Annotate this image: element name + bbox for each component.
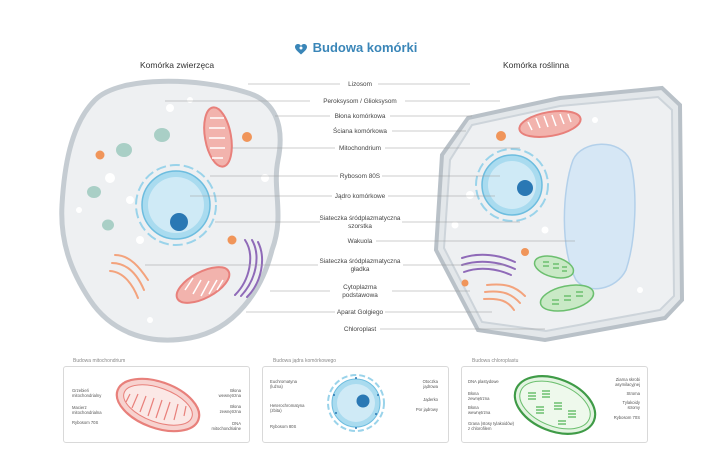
plant-vacuole xyxy=(563,143,636,290)
label-chloroplast: Chloroplast xyxy=(343,326,377,333)
chloroplast-detail xyxy=(513,375,597,435)
label-er-szorstka: Siateczka śródplazmatyczna szorstka xyxy=(319,215,401,230)
animal-nucleus xyxy=(135,164,217,246)
animal-peroxisome-2 xyxy=(116,143,132,157)
heart-cell-icon xyxy=(294,44,307,55)
chloro-label-dna: DNA plastydowe xyxy=(468,379,499,384)
animal-peroxisome xyxy=(154,128,170,142)
animal-cell xyxy=(59,78,283,343)
chloro-label-rybosom: Rybosom 70S xyxy=(613,415,640,420)
mito-label-rybosom: Rybosom 70S xyxy=(72,420,99,425)
plant-cell-title: Komórka roślinna xyxy=(503,60,570,70)
animal-lysosome-3 xyxy=(227,235,237,245)
plant-lysosome-2 xyxy=(521,248,529,256)
chloro-label-skrobia: Ziarna skrobi asymilacyjnej xyxy=(615,377,640,387)
animal-peroxisome-4 xyxy=(102,219,114,231)
panel-mitochondrium-title: Budowa mitochondrium xyxy=(71,358,128,364)
label-peroksysom: Peroksysom / Glioksysom xyxy=(323,98,397,105)
chloro-label-tylakoidy: Tylakoidy stromy xyxy=(622,400,640,410)
jadro-detail xyxy=(327,374,385,432)
animal-smooth-er xyxy=(109,254,149,299)
animal-peroxisome-3 xyxy=(87,186,101,198)
label-blona-komorkowa: Błona komórkowa xyxy=(334,113,386,120)
mitochondrium-detail xyxy=(115,377,201,433)
jadro-label-euchromatyna: Euchromatyna (luźna) xyxy=(270,379,297,389)
label-sciana-komorkowa: Ściana komórkowa xyxy=(333,128,387,135)
chloro-label-stroma: Stroma xyxy=(626,391,641,396)
plant-chloroplast-2 xyxy=(539,284,595,312)
mito-label-blona-zew: Błona zewnętrzna xyxy=(219,404,241,414)
jadro-label-otoczka: Otoczka jądrowa xyxy=(422,379,438,389)
page-title-text: Budowa komórki xyxy=(312,40,418,55)
chloro-label-blona-zew: Błona zewnętrzna xyxy=(468,391,490,401)
chloro-label-blona-wew: Błona wewnętrzna xyxy=(468,405,491,415)
label-er-gladka: Siateczka śródplazmatyczna gładka xyxy=(319,258,401,273)
animal-cell-title: Komórka zwierzęca xyxy=(140,60,215,70)
mito-label-grzebien: Grzebień mitochondrialny xyxy=(72,388,102,398)
jadro-label-por: Por jądrowy xyxy=(415,407,438,412)
plant-mitochondrion xyxy=(518,110,582,138)
plant-smooth-er xyxy=(483,283,526,311)
label-cytoplazma: Cytoplazma podstawowa xyxy=(342,284,378,299)
jadro-label-heterochromatyna: Heterochromatyna (zbita) xyxy=(270,403,305,413)
panel-jadro-title: Budowa jądra komórkowego xyxy=(271,358,339,364)
label-lizosom: Lizosom xyxy=(348,81,372,88)
mito-label-macierz: Macierz mitochondrialna xyxy=(72,405,102,415)
jadro-label-rybosom: Rybosom 80S xyxy=(270,424,297,429)
label-jadro: Jądro komórkowe xyxy=(334,193,386,200)
label-aparat-golgiego: Aparat Golgiego xyxy=(336,309,384,316)
animal-lysosome-2 xyxy=(242,132,252,142)
page-title: Budowa komórki xyxy=(0,40,712,55)
jadro-label-jaderko: Jąderko xyxy=(423,397,438,402)
plant-nucleus xyxy=(475,148,549,222)
label-mitochondrium: Mitochondrium xyxy=(339,145,381,152)
panel-chloroplast-title: Budowa chloroplastu xyxy=(470,358,521,364)
animal-golgi xyxy=(234,239,263,298)
plant-golgi xyxy=(461,253,516,276)
label-wakuola: Wakuola xyxy=(347,238,373,245)
mito-label-blona-wew: Błona wewnętrzna xyxy=(218,388,241,398)
animal-mitochondrion-2 xyxy=(175,266,231,304)
mito-label-dna: DNA mitochondrialne xyxy=(211,421,241,431)
plant-cell xyxy=(433,85,685,343)
animal-lysosome xyxy=(95,150,105,160)
animal-mitochondrion-1 xyxy=(203,106,233,168)
leader-lines xyxy=(145,83,575,330)
plant-chloroplast-1 xyxy=(533,255,575,279)
plant-lysosome xyxy=(496,131,506,141)
label-rybosom: Rybosom 80S xyxy=(339,173,381,180)
chloro-label-grana: Grana (stosy tylakoidów) z chlorofilem xyxy=(468,421,515,431)
